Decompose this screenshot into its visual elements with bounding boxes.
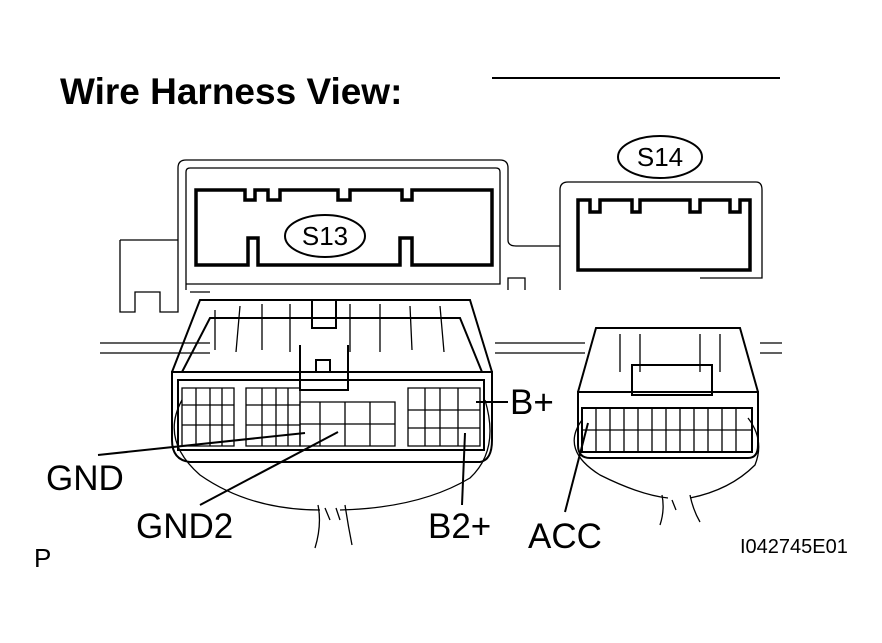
terminal-label-b-plus: B+ [510,383,554,422]
s13-label: S13 [302,221,348,251]
leader-lines [97,401,589,513]
harness-connector-small [573,327,760,526]
s13-label-oval [284,214,366,258]
s14-label: S14 [637,142,683,172]
figure-id: I042745E01 [740,536,848,558]
leader-gnd [97,432,306,456]
terminal-label-gnd2: GND2 [136,507,233,546]
terminal-label-acc: ACC [528,517,602,556]
leader-acc [564,422,589,513]
panel-outline [119,159,763,313]
s14-label-oval [617,135,703,179]
leader-b2-plus [461,432,466,506]
s14-socket-outline [576,198,752,272]
s13-socket-outline [194,188,494,267]
background-rails [100,342,782,354]
terminal-label-b2-plus: B2+ [428,507,491,546]
leader-gnd2 [199,431,339,506]
harness-connector-large [171,299,493,549]
panel-outline-inner [185,167,501,290]
terminal-label-gnd: GND [46,459,124,498]
diagram-title: Wire Harness View: [60,71,402,112]
corner-letter: P [34,543,51,573]
